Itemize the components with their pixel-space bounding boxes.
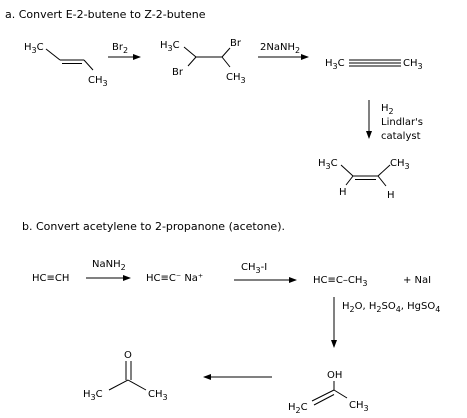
- propyne: HC≡C–CH3: [313, 275, 367, 288]
- bond: [333, 389, 348, 399]
- bond: [45, 48, 61, 61]
- bond: [221, 56, 231, 68]
- double-bond: [311, 389, 335, 402]
- z-butene-left-methyl: H3C: [318, 158, 338, 171]
- part-a-heading: a. Convert E-2-butene to Z-2-butene: [5, 8, 206, 21]
- enol-oh: OH: [327, 370, 342, 381]
- acetone: O H3C CH3: [83, 350, 168, 402]
- part-b-heading: b. Convert acetylene to 2-propanone (ace…: [22, 220, 285, 233]
- butyne-left-methyl: H3C: [325, 58, 345, 71]
- bond: [183, 46, 197, 58]
- bond: [83, 59, 94, 71]
- e-butene-left-methyl: H3C: [24, 42, 44, 55]
- reagent-h2: H2: [381, 103, 394, 116]
- bond: [377, 164, 391, 177]
- reagent-methyl-iodide: CH3-I: [241, 262, 267, 275]
- reagent-hydration: H2O, H2SO4, HgSO4: [342, 301, 440, 314]
- reagent-nanh2: NaNH2: [92, 259, 126, 272]
- dibromide-ch3: CH3: [226, 72, 246, 85]
- acetone-oxygen: O: [124, 350, 132, 361]
- z-butene-h-right: H: [387, 190, 395, 201]
- sodium-acetylide: HC≡C⁻ Na⁺: [146, 273, 203, 284]
- acetylene: HC≡CH: [32, 273, 69, 284]
- acetone-right-methyl: CH3: [148, 389, 168, 402]
- reagent-lindlar: Lindlar's: [381, 117, 423, 128]
- z-butene-h-left: H: [339, 187, 347, 198]
- dibromobutane: H3C Br Br CH3: [160, 38, 246, 85]
- dibromide-br-top: Br: [230, 38, 242, 49]
- bond: [377, 175, 387, 187]
- butyne-right-methyl: CH3: [403, 58, 423, 71]
- bond: [221, 47, 231, 58]
- z-butene-right-methyl: CH3: [390, 158, 410, 171]
- bond: [345, 175, 354, 186]
- enol: OH H2C CH3: [288, 370, 369, 415]
- bond: [127, 379, 147, 391]
- enol-left-methylene: H2C: [288, 402, 308, 415]
- e-butene-right-methyl: CH3: [88, 75, 108, 88]
- bond: [340, 164, 354, 177]
- double-bond-inner: [313, 394, 335, 406]
- z-2-butene: H3C CH3 H H: [318, 158, 410, 201]
- enol-right-methyl: CH3: [349, 400, 369, 413]
- acetone-left-methyl: H3C: [83, 389, 103, 402]
- bond: [187, 56, 197, 67]
- dibromide-h3c: H3C: [160, 40, 180, 53]
- bond: [108, 379, 129, 391]
- dibromide-br-bottom: Br: [172, 67, 184, 78]
- reagent-br2: Br2: [112, 42, 128, 55]
- e-2-butene: H3C CH3: [24, 42, 108, 88]
- byproduct-nai: + NaI: [403, 275, 431, 286]
- reagent-catalyst: catalyst: [381, 131, 421, 142]
- 2-butyne: H3C CH3: [325, 58, 423, 71]
- reagent-nanh2-2eq: 2NaNH2: [260, 42, 300, 55]
